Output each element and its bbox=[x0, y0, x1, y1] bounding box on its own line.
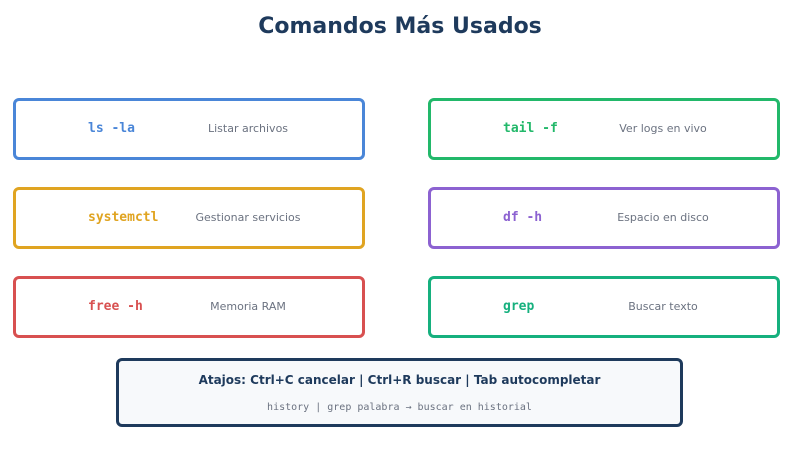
command-card-free: free -h Memoria RAM bbox=[13, 276, 365, 338]
command-card-systemctl: systemctl Gestionar servicios bbox=[13, 187, 365, 249]
command-text: ls -la bbox=[88, 121, 135, 136]
command-text: systemctl bbox=[88, 210, 159, 225]
command-description: Memoria RAM bbox=[210, 300, 286, 313]
command-card-ls: ls -la Listar archivos bbox=[13, 98, 365, 160]
command-text: tail -f bbox=[503, 121, 558, 136]
shortcuts-title: Atajos: Ctrl+C cancelar | Ctrl+R buscar … bbox=[198, 373, 601, 387]
command-description: Gestionar servicios bbox=[195, 211, 301, 224]
command-text: free -h bbox=[88, 299, 143, 314]
command-description: Espacio en disco bbox=[617, 211, 709, 224]
shortcuts-panel: Atajos: Ctrl+C cancelar | Ctrl+R buscar … bbox=[116, 358, 683, 427]
command-description: Listar archivos bbox=[207, 122, 289, 135]
command-description: Ver logs en vivo bbox=[619, 122, 707, 135]
page-title: Comandos Más Usados bbox=[258, 14, 542, 39]
command-text: df -h bbox=[503, 210, 543, 225]
history-tip: history | grep palabra → buscar en histo… bbox=[267, 402, 532, 413]
command-card-grep: grep Buscar texto bbox=[428, 276, 780, 338]
command-text: grep bbox=[503, 299, 535, 314]
command-description: Buscar texto bbox=[628, 300, 698, 313]
command-card-tail: tail -f Ver logs en vivo bbox=[428, 98, 780, 160]
command-card-df: df -h Espacio en disco bbox=[428, 187, 780, 249]
